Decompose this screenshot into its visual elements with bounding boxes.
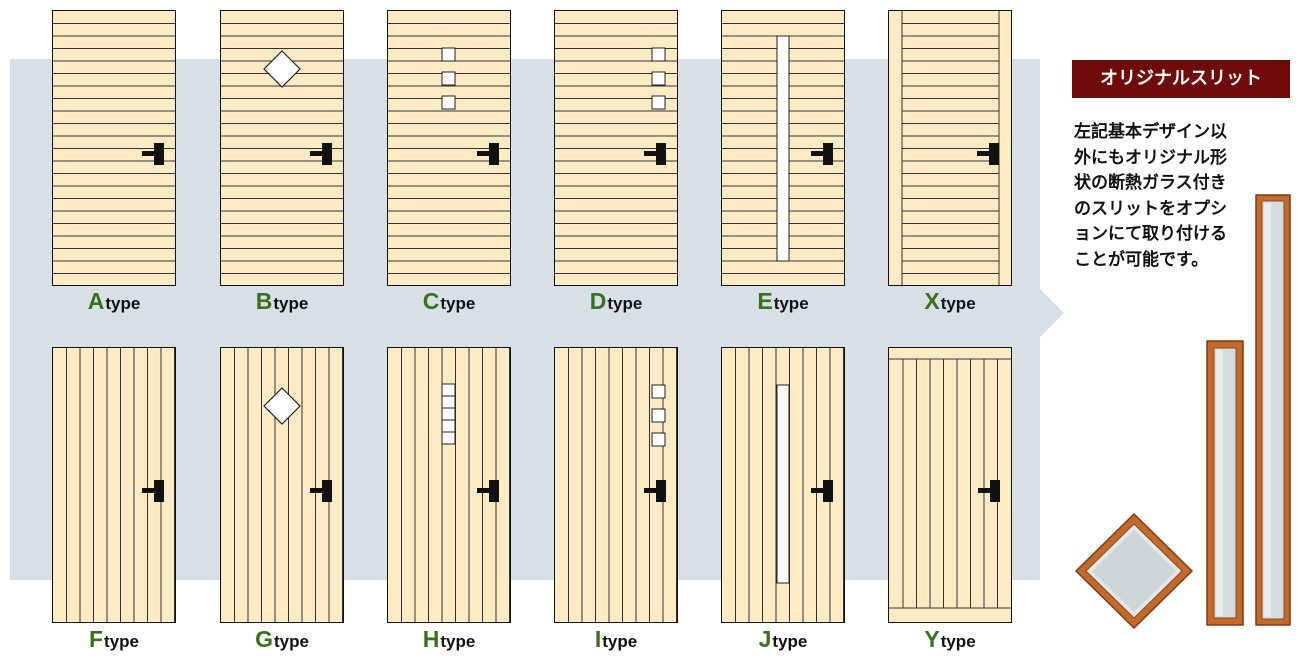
door-e-type	[721, 10, 845, 286]
door-suffix: type	[440, 294, 476, 313]
short-slit-window-icon	[1206, 340, 1244, 626]
door-letter: X	[924, 288, 940, 314]
door-letter: E	[757, 288, 773, 314]
door-label-d: Dtype	[554, 288, 678, 315]
side-panel-description: 左記基本デザイン以外にもオリジナル形状の断熱ガラス付きのスリットをオプションにて…	[1074, 122, 1227, 270]
door-handle-icon	[477, 480, 499, 502]
door-label-a: Atype	[52, 288, 176, 315]
door-suffix: type	[105, 294, 141, 313]
door-handle-icon	[310, 480, 332, 502]
door-handle-icon	[811, 480, 833, 502]
door-letter: C	[422, 288, 440, 314]
door-suffix: type	[104, 632, 140, 651]
door-g-type	[220, 347, 344, 623]
arrow-icon	[1040, 289, 1064, 337]
door-handle-icon	[978, 480, 1000, 502]
door-label-j: Jtype	[721, 626, 845, 653]
door-h-type	[387, 347, 511, 623]
door-suffix: type	[602, 632, 638, 651]
door-letter: Y	[924, 626, 940, 652]
diamond-slit-icon	[263, 50, 301, 88]
door-suffix: type	[772, 632, 808, 651]
door-suffix: type	[607, 294, 643, 313]
door-label-c: Ctype	[387, 288, 511, 315]
door-suffix: type	[940, 294, 976, 313]
door-handle-icon	[310, 143, 332, 165]
door-c-type	[387, 10, 511, 286]
door-f-type	[52, 347, 176, 623]
door-j-type	[721, 347, 845, 623]
door-letter: G	[255, 626, 273, 652]
door-label-y: Ytype	[888, 626, 1012, 653]
side-panel-title: オリジナルスリット	[1072, 60, 1290, 98]
long-slit-icon	[776, 384, 790, 584]
door-handle-icon	[477, 143, 499, 165]
door-y-type	[888, 347, 1012, 623]
diamond-window-icon	[1074, 512, 1194, 630]
background-band	[10, 59, 1040, 580]
door-label-f: Ftype	[52, 626, 176, 653]
door-handle-icon	[142, 143, 164, 165]
diamond-slit-icon	[263, 387, 301, 425]
door-d-type	[554, 10, 678, 286]
door-handle-icon	[977, 143, 999, 165]
long-slit-icon	[776, 35, 790, 262]
door-label-x: Xtype	[888, 288, 1012, 315]
door-suffix: type	[773, 294, 809, 313]
door-suffix: type	[940, 632, 976, 651]
door-letter: H	[422, 626, 440, 652]
long-slit-window-icon	[1255, 194, 1291, 626]
door-letter: I	[594, 626, 602, 652]
door-handle-icon	[811, 143, 833, 165]
door-label-e: Etype	[721, 288, 845, 315]
door-handle-icon	[142, 480, 164, 502]
door-suffix: type	[440, 632, 476, 651]
door-suffix: type	[273, 294, 309, 313]
door-handle-icon	[644, 480, 666, 502]
door-x-type	[888, 10, 1012, 286]
door-label-g: Gtype	[220, 626, 344, 653]
door-label-h: Htype	[387, 626, 511, 653]
door-label-i: Itype	[554, 626, 678, 653]
door-letter: D	[589, 288, 607, 314]
door-label-b: Btype	[220, 288, 344, 315]
door-b-type	[220, 10, 344, 286]
door-letter: B	[255, 288, 273, 314]
door-letter: J	[758, 626, 772, 652]
door-a-type	[52, 10, 176, 286]
door-letter: F	[88, 626, 104, 652]
door-i-type	[554, 347, 678, 623]
door-letter: A	[87, 288, 105, 314]
door-suffix: type	[273, 632, 309, 651]
door-handle-icon	[644, 143, 666, 165]
